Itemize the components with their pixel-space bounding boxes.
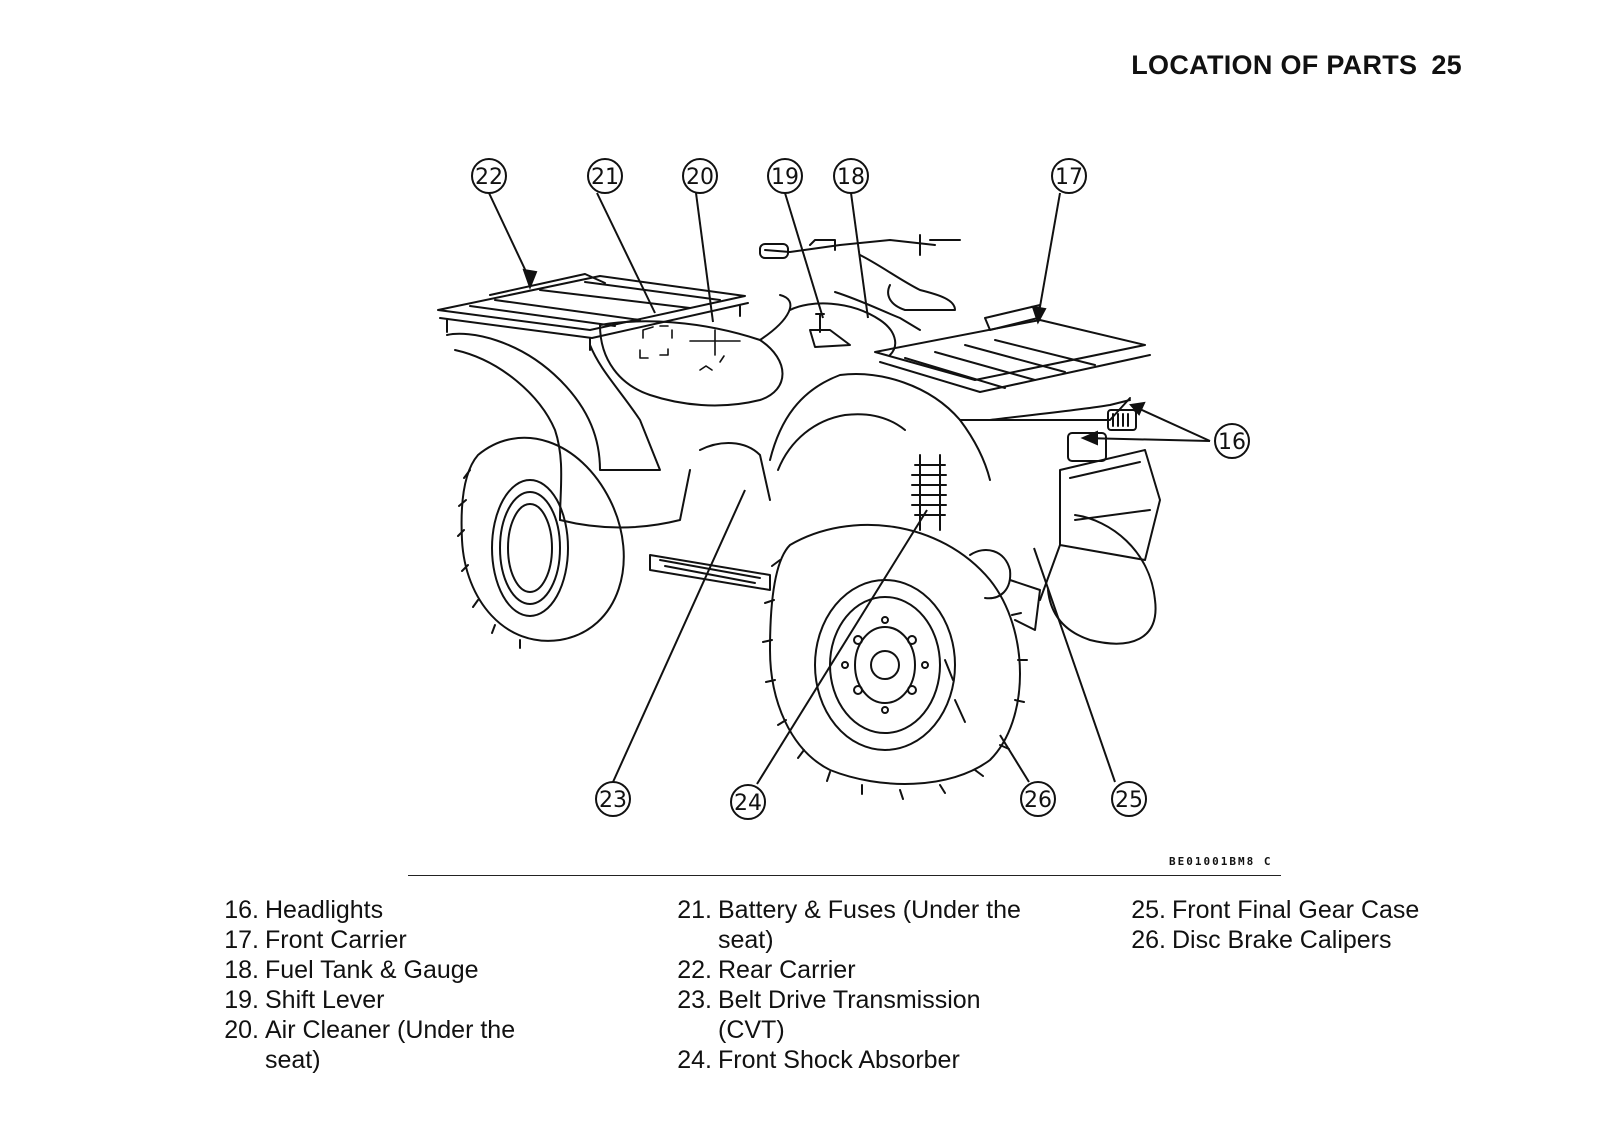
legend-item: 18.Fuel Tank & Gauge [214, 955, 574, 985]
legend-item: 26.Disc Brake Calipers [1121, 925, 1481, 955]
callout-label-18: 18 [837, 165, 865, 190]
legend-text: Front Carrier [265, 926, 407, 954]
page-header: LOCATION OF PARTS 25 [1131, 50, 1462, 81]
page-title: LOCATION OF PARTS [1131, 50, 1418, 80]
callout-20 [682, 158, 718, 194]
callout-label-19: 19 [771, 165, 799, 190]
legend-number: 25. [1131, 896, 1166, 924]
callout-26 [1020, 781, 1056, 817]
legend-number: 19. [224, 986, 259, 1014]
rear-fender-drawing [446, 294, 792, 529]
callout-18 [833, 158, 869, 194]
front-fender-drawing [769, 373, 1131, 481]
legend-column-2: 21.Battery & Fuses (Under the seat) 22.R… [667, 895, 1027, 1075]
legend-text: Disc Brake Calipers [1172, 926, 1392, 954]
legend-item: 24.Front Shock Absorber [667, 1045, 1027, 1075]
legend-number: 18. [224, 956, 259, 984]
legend-text: Rear Carrier [718, 956, 856, 984]
callout-17 [1051, 158, 1087, 194]
callout-label-17: 17 [1055, 165, 1083, 190]
leader-lines [488, 192, 1211, 785]
front-left-wheel [762, 523, 1028, 800]
seat-markings [639, 325, 741, 371]
legend-item: 21.Battery & Fuses (Under the seat) [667, 895, 1027, 955]
legend-text: Fuel Tank & Gauge [265, 956, 479, 984]
legend-text: Headlights [265, 896, 384, 924]
callout-label-21: 21 [591, 165, 619, 190]
callout-label-26: 26 [1024, 788, 1052, 813]
front-right-wheel [1047, 514, 1157, 645]
legend-number: 24. [677, 1046, 712, 1074]
legend-number: 23. [677, 986, 712, 1014]
callout-label-24: 24 [734, 791, 762, 816]
callout-label-25: 25 [1115, 788, 1143, 813]
callout-16 [1214, 423, 1250, 459]
legend-number: 21. [677, 896, 712, 924]
legend-text: Air Cleaner (Under the seat) [265, 1016, 516, 1074]
legend-text: Battery & Fuses (Under the seat) [718, 896, 1021, 954]
figure-code: BE01001BM8 C [1169, 855, 1273, 868]
legend-number: 16. [224, 896, 259, 924]
callout-label-16: 16 [1218, 430, 1246, 455]
legend-text: Front Shock Absorber [718, 1046, 960, 1074]
callout-24 [730, 784, 766, 820]
handlebar-drawing [759, 234, 961, 331]
footboard-drawing [649, 442, 771, 591]
page-number: 25 [1431, 50, 1462, 80]
callout-circles [471, 158, 1250, 820]
callout-23 [595, 781, 631, 817]
front-bumper-drawing [1039, 449, 1161, 601]
divider-rule [408, 875, 1281, 876]
front-carrier-drawing [874, 304, 1151, 393]
legend-item: 20.Air Cleaner (Under the seat) [214, 1015, 574, 1075]
legend-item: 16.Headlights [214, 895, 574, 925]
callout-19 [767, 158, 803, 194]
legend-number: 26. [1131, 926, 1166, 954]
legend-item: 22.Rear Carrier [667, 955, 1027, 985]
headlights-drawing [1067, 409, 1137, 462]
callout-label-23: 23 [599, 788, 627, 813]
callout-25 [1111, 781, 1147, 817]
legend-item: 23.Belt Drive Transmission (CVT) [667, 985, 1027, 1045]
final-gear-case-drawing [969, 549, 1041, 631]
legend-number: 17. [224, 926, 259, 954]
legend-text: Front Final Gear Case [1172, 896, 1420, 924]
callout-22 [471, 158, 507, 194]
rear-left-wheel [457, 436, 625, 649]
callout-label-20: 20 [686, 165, 714, 190]
legend-column-3: 25.Front Final Gear Case 26.Disc Brake C… [1121, 895, 1481, 955]
legend-item: 17.Front Carrier [214, 925, 574, 955]
legend-text: Shift Lever [265, 986, 385, 1014]
shift-lever-drawing [789, 302, 897, 356]
front-shock-drawing [911, 454, 947, 531]
callout-labels: 22 21 20 19 18 17 16 23 24 26 25 [475, 165, 1246, 816]
callout-label-22: 22 [475, 165, 503, 190]
rear-carrier-drawing [437, 273, 749, 351]
legend-number: 20. [224, 1016, 259, 1044]
callout-21 [587, 158, 623, 194]
legend-number: 22. [677, 956, 712, 984]
legend-item: 25.Front Final Gear Case [1121, 895, 1481, 925]
legend-text: Belt Drive Transmission (CVT) [718, 986, 981, 1044]
legend-item: 19.Shift Lever [214, 985, 574, 1015]
legend-column-1: 16.Headlights 17.Front Carrier 18.Fuel T… [214, 895, 574, 1075]
